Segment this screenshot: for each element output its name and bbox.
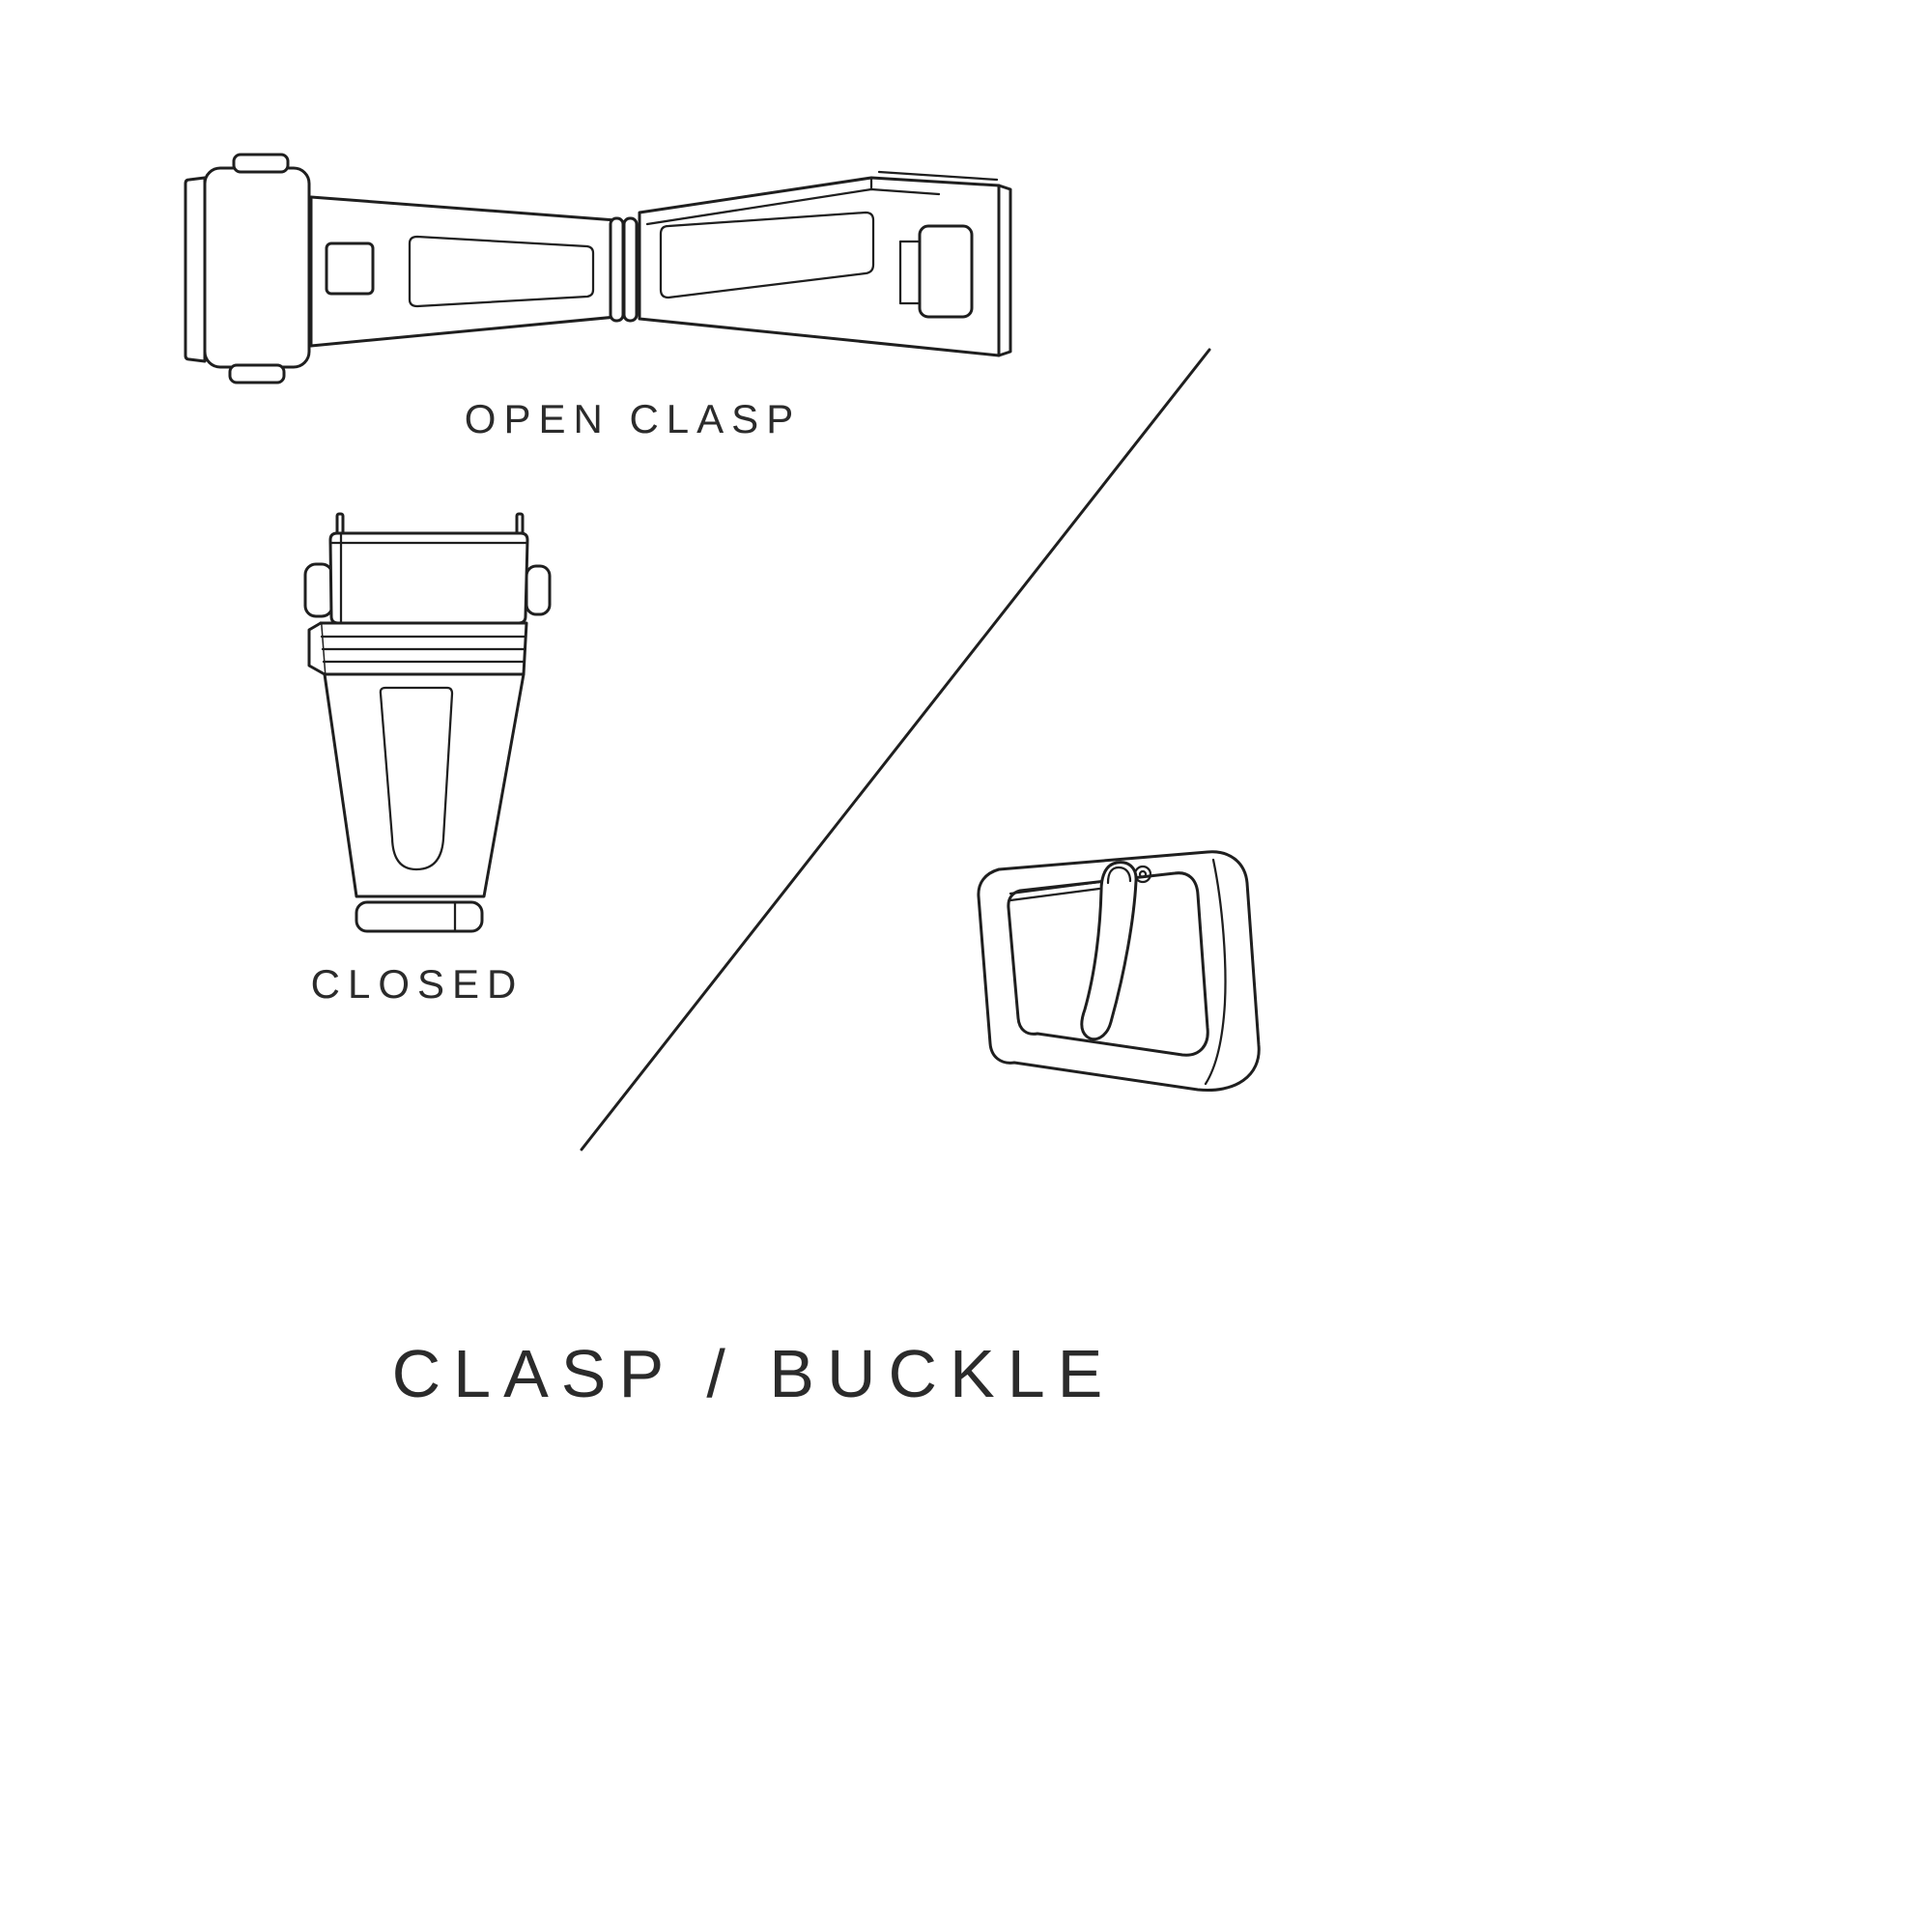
open-clasp-hinge	[609, 216, 639, 323]
closed-clasp-body	[323, 672, 526, 898]
closed-label: CLOSED	[310, 961, 525, 1007]
open-clasp-right-arm	[638, 170, 1012, 357]
closed-clasp-illustration	[303, 512, 552, 933]
diagram-title: CLASP / BUCKLE	[391, 1336, 1116, 1411]
buckle-frame	[977, 850, 1261, 1093]
closed-clasp-bottom-bar	[355, 900, 484, 933]
open-clasp-label: OPEN CLASP	[464, 396, 802, 441]
closed-clasp-ears	[303, 562, 552, 618]
open-clasp-illustration	[184, 153, 1012, 384]
buckle-prong	[1080, 861, 1138, 1041]
open-clasp-left-end	[184, 153, 311, 384]
tang-buckle-illustration	[977, 850, 1261, 1093]
